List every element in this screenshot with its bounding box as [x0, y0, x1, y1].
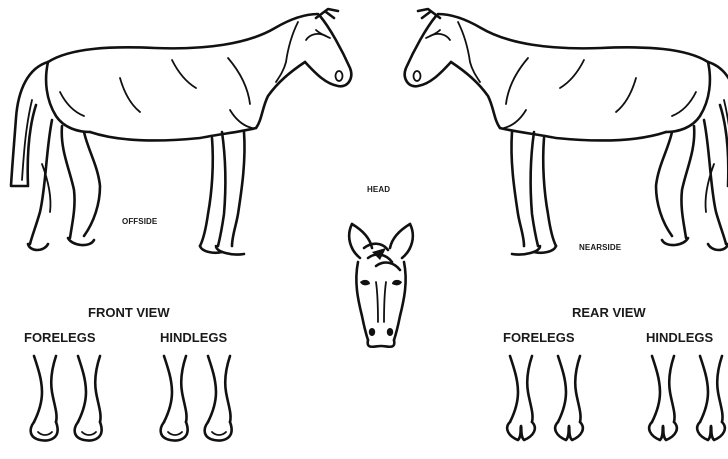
front-view-heading: FRONT VIEW	[88, 305, 170, 320]
offside-label: OFFSIDE	[122, 217, 157, 226]
rear-hindlegs-label: HINDLEGS	[646, 330, 713, 345]
front-view-hindlegs	[161, 356, 232, 440]
head-front-view	[349, 224, 413, 347]
front-view-forelegs	[31, 356, 102, 440]
rear-view-forelegs	[507, 356, 583, 440]
nearside-horse	[405, 9, 728, 255]
rear-forelegs-label: FORELEGS	[503, 330, 575, 345]
rear-view-heading: REAR VIEW	[572, 305, 646, 320]
rear-view-hindlegs	[649, 356, 725, 440]
front-forelegs-label: FORELEGS	[24, 330, 96, 345]
front-hindlegs-label: HINDLEGS	[160, 330, 227, 345]
head-label: HEAD	[367, 185, 390, 194]
nearside-label: NEARSIDE	[579, 243, 621, 252]
offside-horse	[11, 9, 351, 255]
